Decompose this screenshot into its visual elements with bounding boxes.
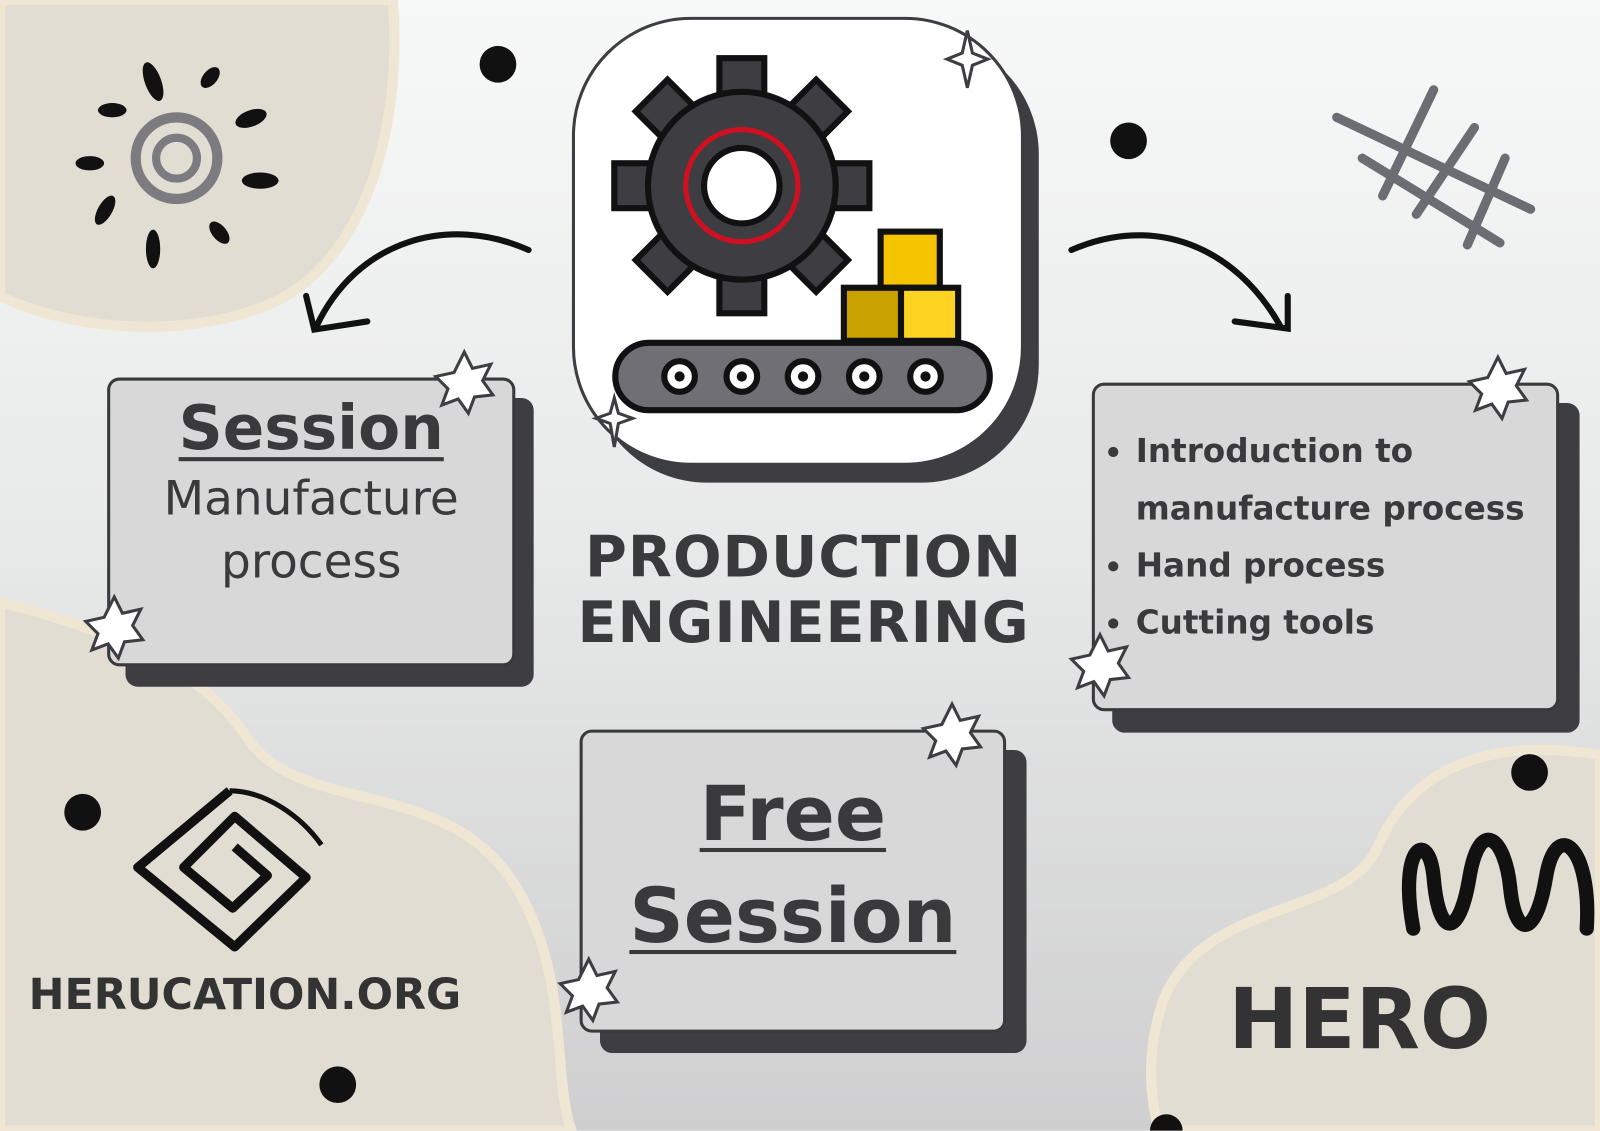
topic-item: Introduction to manufacture process xyxy=(1136,422,1556,536)
title-line-2: ENGINEERING xyxy=(577,589,1030,657)
topic-item: Hand process xyxy=(1136,537,1556,594)
hash-scribble-icon xyxy=(1332,85,1536,250)
session-heading: Session xyxy=(178,392,444,465)
conveyor-belt-icon xyxy=(612,339,993,414)
sparkle-icon xyxy=(591,30,992,448)
topics-list: Introduction to manufacture process Hand… xyxy=(1095,422,1556,651)
decorative-dots xyxy=(64,45,1548,1131)
gear-icon xyxy=(611,55,873,317)
sun-spiral-icon xyxy=(75,62,279,269)
free-session-box: Free Session xyxy=(579,729,1007,1033)
hero-logo-text: HERO xyxy=(1228,971,1492,1069)
arrow-left-icon xyxy=(303,231,532,334)
page-title: PRODUCTION ENGINEERING xyxy=(551,524,1056,657)
website-label: HERUCATION.ORG xyxy=(28,969,462,1020)
star-icon xyxy=(82,348,1530,1024)
topics-box: Introduction to manufacture process Hand… xyxy=(1091,382,1560,712)
topic-item: Cutting tools xyxy=(1136,594,1556,651)
title-line-1: PRODUCTION xyxy=(585,524,1023,591)
spiral-logo-icon xyxy=(133,787,324,952)
session-line-1: Manufacture xyxy=(163,470,459,526)
squiggle-icon xyxy=(1401,832,1595,936)
session-line-2: process xyxy=(221,533,402,589)
session-box: Session Manufacture process xyxy=(107,377,516,667)
arrow-right-icon xyxy=(1068,232,1291,333)
session-label: Session xyxy=(629,872,957,961)
free-label: Free xyxy=(699,770,887,859)
